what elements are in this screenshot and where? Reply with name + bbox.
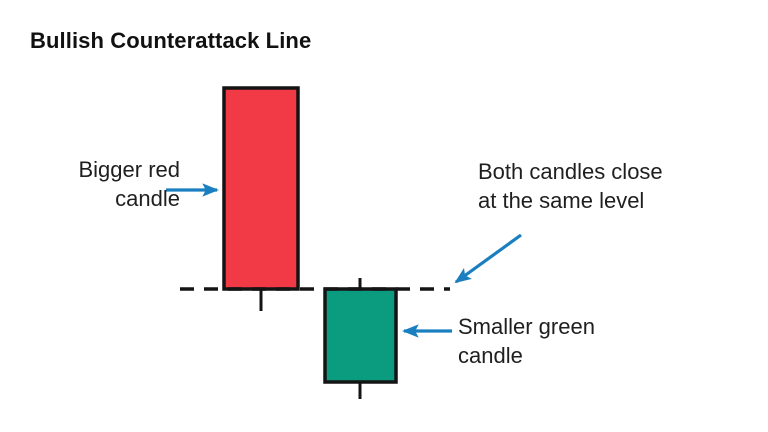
annotation-smaller-green-candle: Smaller green candle bbox=[458, 314, 595, 369]
page-title: Bullish Counterattack Line bbox=[30, 28, 312, 53]
bullish-candle-body bbox=[323, 287, 398, 384]
shared-close-level-arrow bbox=[454, 233, 522, 284]
bearish-candle-body bbox=[222, 86, 300, 291]
annotation-both-candles-close: Both candles close at the same level bbox=[478, 159, 663, 214]
annotation-bigger-red-candle: Bigger red candle bbox=[78, 157, 180, 212]
